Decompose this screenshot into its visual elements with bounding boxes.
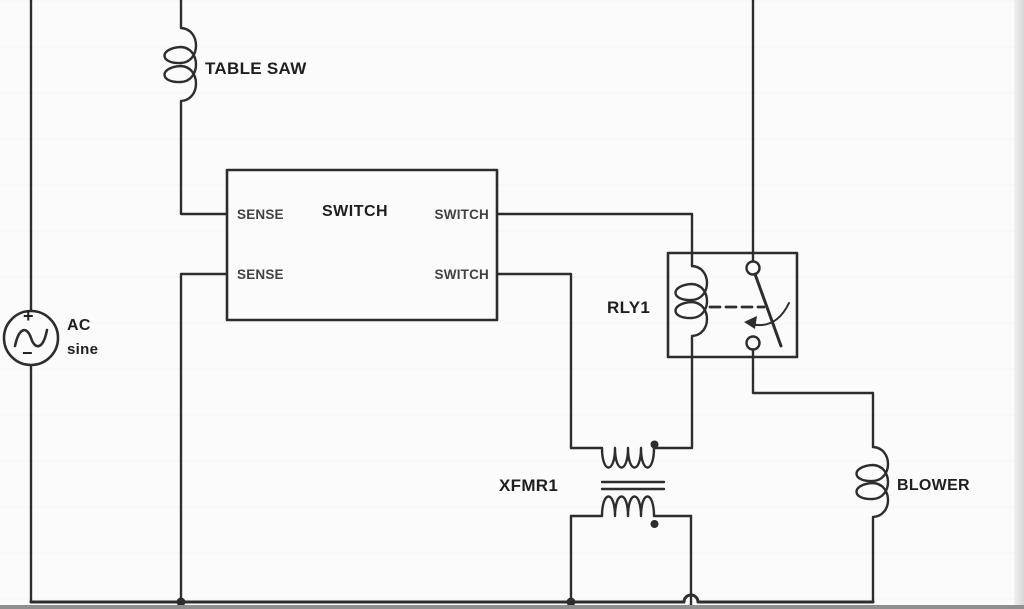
relay-symbol xyxy=(666,0,799,450)
ac-source-label: AC xyxy=(67,317,91,334)
relay-blade xyxy=(753,272,783,348)
relay-contact-top xyxy=(745,260,761,276)
relay-arrowhead-icon xyxy=(744,316,757,329)
switch-block-title: SWITCH xyxy=(322,203,389,220)
wire-switch-to-relay xyxy=(495,212,694,268)
blower-label: BLOWER xyxy=(897,477,970,494)
minus-sign: − xyxy=(22,343,33,363)
pin-switch-bottom-label: SWITCH xyxy=(434,267,489,282)
transformer-secondary-winding xyxy=(569,495,693,518)
relay-label: RLY1 xyxy=(607,298,651,317)
junction-dot-sense xyxy=(176,597,186,607)
pin-sense-top-label: SENSE xyxy=(237,207,284,222)
sine-wave-icon xyxy=(13,328,49,348)
wire-sense-bottom xyxy=(179,272,229,604)
table-saw-label: TABLE SAW xyxy=(205,59,307,78)
plus-sign: + xyxy=(23,306,34,326)
ac-source-sublabel: sine xyxy=(67,341,99,358)
polarity-dot-secondary xyxy=(650,520,659,528)
ac-source-symbol xyxy=(2,309,60,367)
relay-outline xyxy=(666,251,799,359)
polarity-dot-primary xyxy=(650,440,659,449)
pin-sense-bottom-label: SENSE xyxy=(237,267,284,282)
wire-relay-to-blower xyxy=(751,348,875,449)
transformer-symbol xyxy=(569,440,693,609)
transformer-primary-winding xyxy=(569,446,693,469)
blower-inductor xyxy=(855,445,890,604)
pin-switch-top-label: SWITCH xyxy=(434,207,489,222)
switch-block-outline xyxy=(225,168,499,322)
junction-dot-secondary xyxy=(566,597,576,607)
relay-coil xyxy=(674,264,709,450)
table-saw-inductor xyxy=(163,0,229,216)
right-edge-strip xyxy=(1014,0,1024,609)
relay-contact-bottom xyxy=(745,335,761,351)
wire-bottom-bus xyxy=(29,593,875,604)
transformer-label: XFMR1 xyxy=(499,476,559,495)
bottom-edge-strip xyxy=(0,605,1024,609)
wire-switch-to-transformer xyxy=(495,272,573,450)
